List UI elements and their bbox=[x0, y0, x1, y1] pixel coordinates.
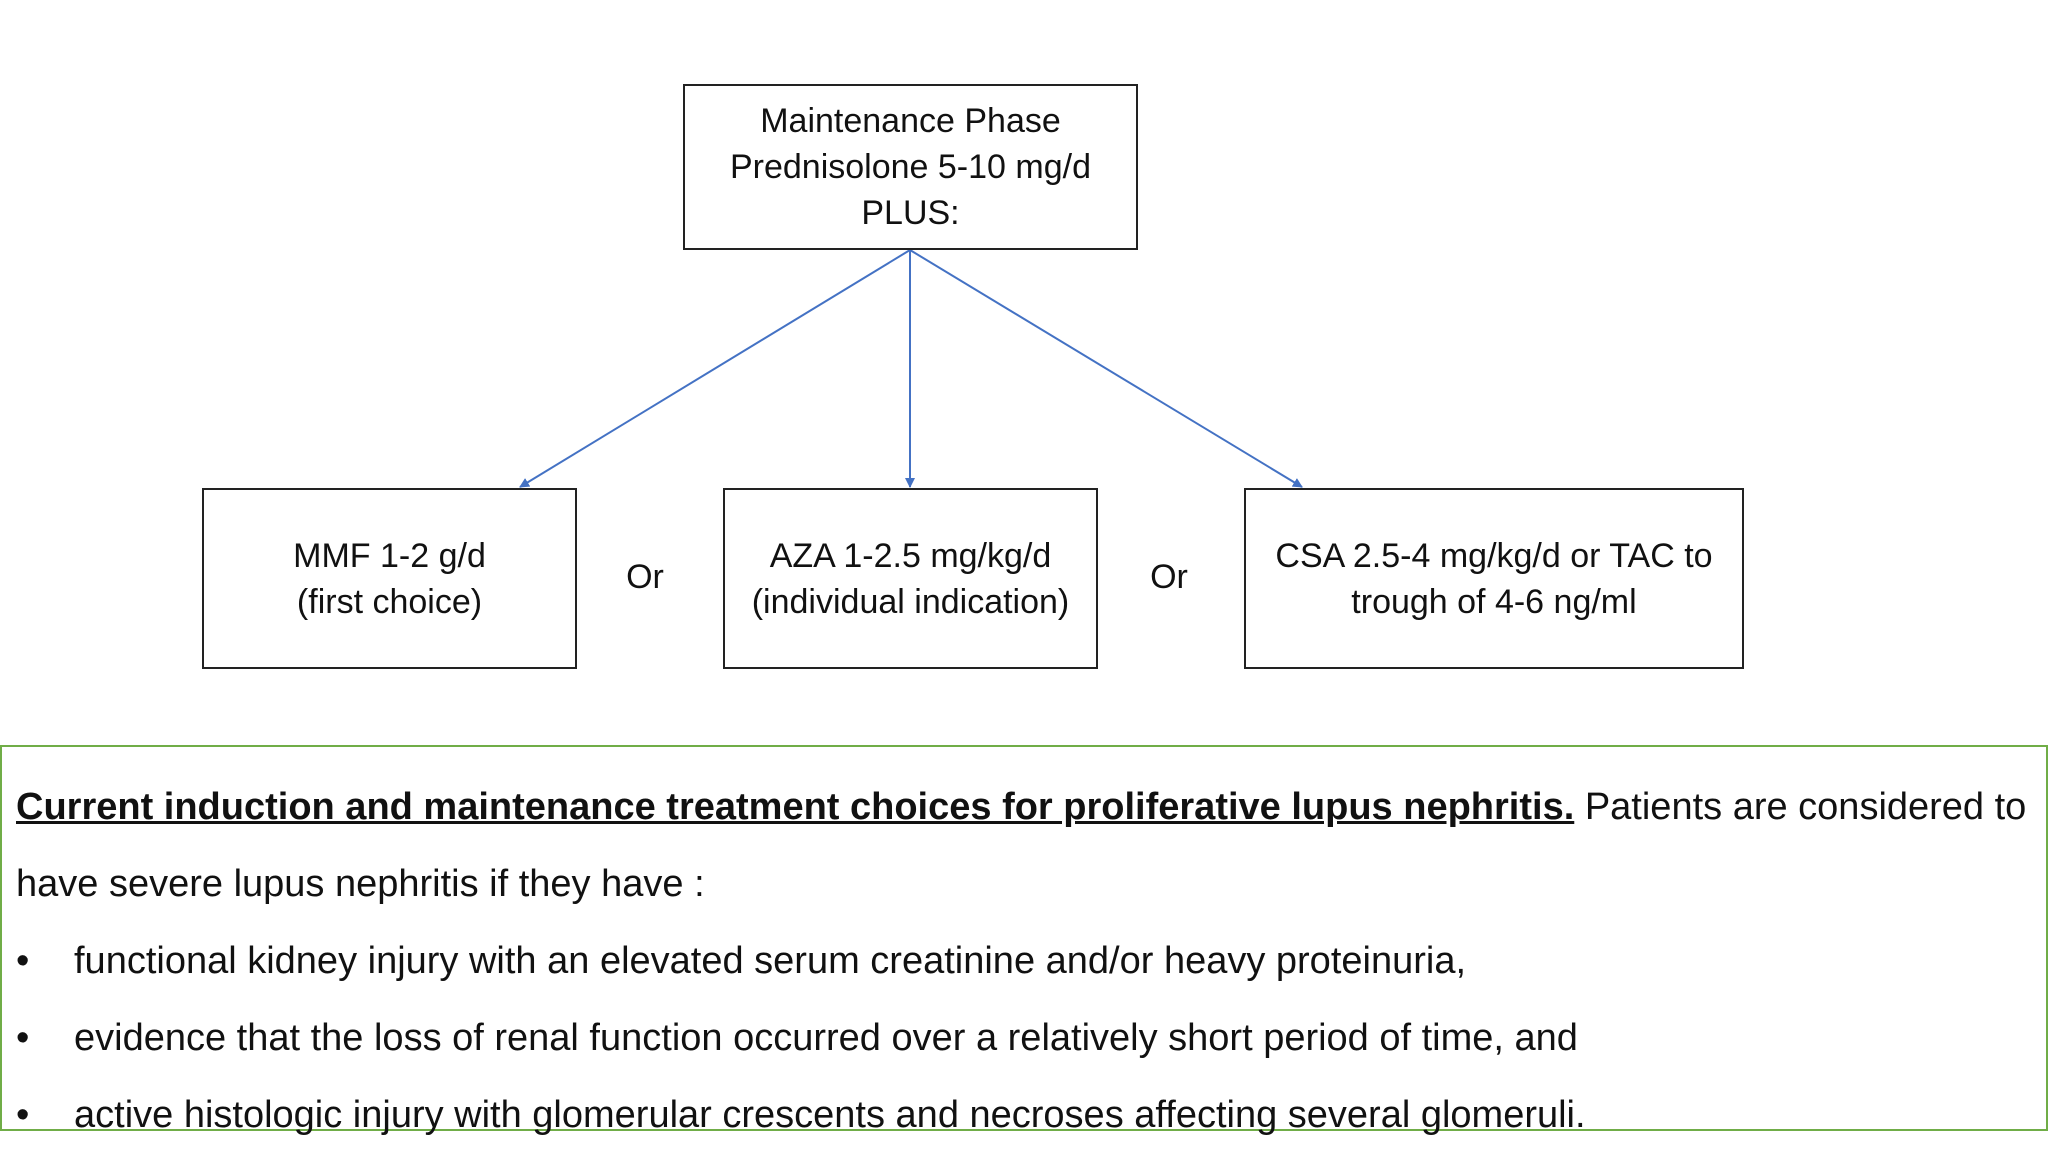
criteria-list-item: • evidence that the loss of renal functio… bbox=[16, 1000, 2032, 1077]
arrow-to-mmf bbox=[519, 249, 911, 488]
maintenance-phase-box: Maintenance Phase Prednisolone 5-10 mg/d… bbox=[683, 84, 1138, 250]
csa-tac-option-line-2: trough of 4-6 ng/ml bbox=[1351, 582, 1637, 621]
arrow-to-csa-tac bbox=[909, 249, 1303, 488]
mmf-option-line-2: (first choice) bbox=[296, 582, 483, 621]
aza-option-box: AZA 1-2.5 mg/kg/d (individual indication… bbox=[723, 488, 1098, 669]
aza-option-line-2: (individual indication) bbox=[751, 582, 1070, 621]
connector-arrows bbox=[519, 249, 1303, 488]
caption-lead-title: Current induction and maintenance treatm… bbox=[16, 786, 1575, 828]
csa-tac-option-line-1: CSA 2.5-4 mg/kg/d or TAC to bbox=[1275, 536, 1713, 575]
treatment-flow-diagram: Maintenance Phase Prednisolone 5-10 mg/d… bbox=[202, 84, 1744, 669]
criteria-text: evidence that the loss of renal function… bbox=[74, 1017, 1578, 1059]
csa-tac-option-box: CSA 2.5-4 mg/kg/d or TAC to trough of 4-… bbox=[1244, 488, 1744, 669]
or-separator-1: Or bbox=[626, 558, 664, 596]
maintenance-phase-line-2: Prednisolone 5-10 mg/d bbox=[729, 148, 1091, 186]
aza-option-line-1: AZA 1-2.5 mg/kg/d bbox=[769, 536, 1052, 575]
caption-intro-text: Patients are considered to bbox=[1584, 786, 2027, 828]
maintenance-phase-line-3: PLUS: bbox=[861, 194, 960, 232]
bullet-marker: • bbox=[16, 1094, 30, 1136]
caption-line-1: Current induction and maintenance treatm… bbox=[16, 769, 2032, 846]
caption-line-2: have severe lupus nephritis if they have… bbox=[16, 863, 705, 905]
criteria-text: functional kidney injury with an elevate… bbox=[74, 940, 1467, 982]
criteria-list-item: • functional kidney injury with an elevat… bbox=[16, 923, 2032, 1000]
criteria-text: active histologic injury with glomerular… bbox=[74, 1094, 1586, 1136]
bullet-marker: • bbox=[16, 940, 30, 982]
criteria-list-item: • active histologic injury with glomerula… bbox=[16, 1077, 2032, 1154]
or-separator-2: Or bbox=[1150, 558, 1188, 596]
maintenance-phase-line-1: Maintenance Phase bbox=[760, 102, 1061, 140]
criteria-list: • functional kidney injury with an elevat… bbox=[16, 923, 2032, 1154]
figure-caption: Current induction and maintenance treatm… bbox=[0, 745, 2048, 1136]
mmf-option-box: MMF 1-2 g/d (first choice) bbox=[202, 488, 577, 669]
bullet-marker: • bbox=[16, 1017, 30, 1059]
mmf-option-line-1: MMF 1-2 g/d bbox=[293, 536, 486, 575]
